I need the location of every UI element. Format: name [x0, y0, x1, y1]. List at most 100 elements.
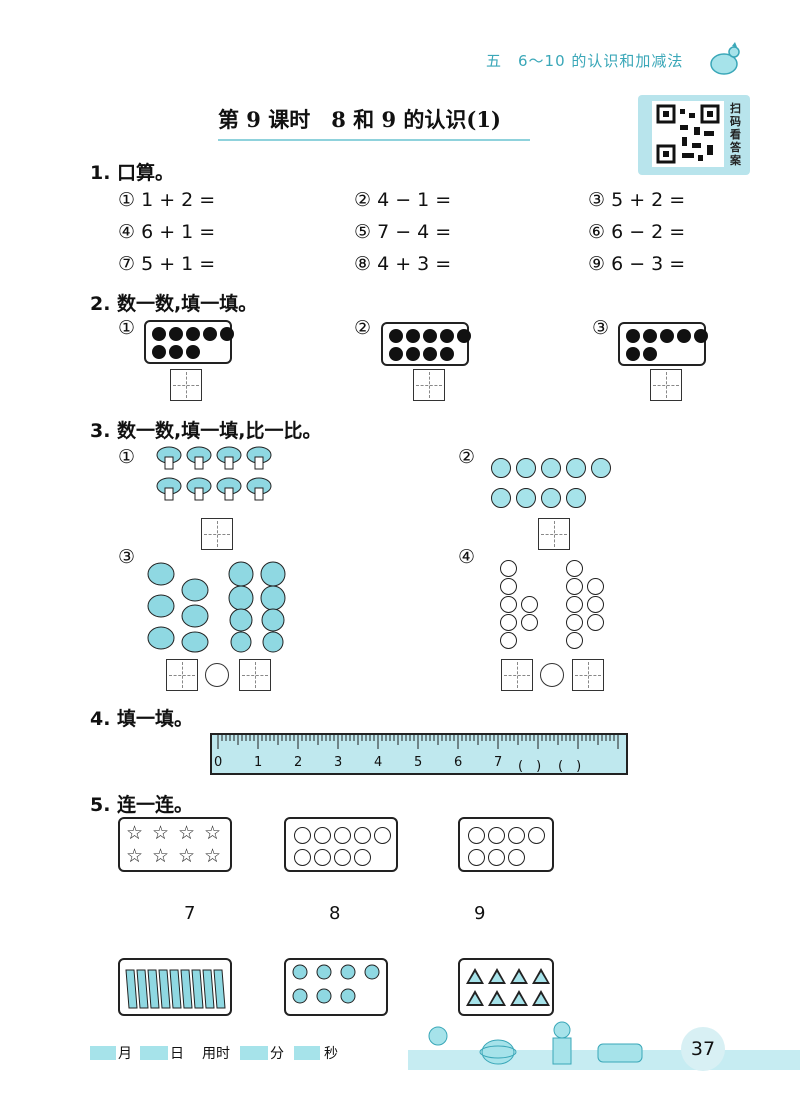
triangle-icon: [510, 968, 528, 984]
circle: [334, 849, 351, 866]
dot-row: [626, 347, 657, 361]
animals-frame[interactable]: [284, 958, 388, 1016]
cow-icon: [181, 631, 209, 653]
circle: [508, 827, 525, 844]
number-7[interactable]: 7: [184, 903, 196, 924]
page-number: 37: [681, 1027, 725, 1071]
kid-face-icon: [228, 561, 254, 587]
answer-box[interactable]: [413, 369, 445, 401]
minutes-label: 分: [270, 1046, 284, 1062]
circle: [566, 596, 583, 613]
circle: [500, 632, 517, 649]
number-8[interactable]: 8: [329, 903, 341, 924]
ruler-label: 6: [454, 755, 463, 770]
circle: [591, 458, 611, 478]
circle: [528, 827, 545, 844]
circle: [500, 596, 517, 613]
answer-box[interactable]: [201, 518, 233, 550]
circle: [541, 458, 561, 478]
circles-frame[interactable]: [458, 817, 554, 872]
circle: [500, 560, 517, 577]
q3-heading: 3. 数一数,填一填,比一比。: [90, 420, 322, 442]
circle: [294, 849, 311, 866]
circle: [566, 458, 586, 478]
day-blank: [140, 1046, 168, 1060]
triangle-icon: [532, 968, 550, 984]
month-blank: [90, 1046, 116, 1060]
answer-box[interactable]: [166, 659, 198, 691]
answer-box[interactable]: [501, 659, 533, 691]
circle: [314, 849, 331, 866]
cow-icon: [181, 578, 209, 602]
circle: [566, 614, 583, 631]
answer-box[interactable]: [239, 659, 271, 691]
triangle-icon: [488, 968, 506, 984]
q1-item-3: ③ 5 + 2 =: [588, 189, 686, 211]
ruler-label: 5: [414, 755, 423, 770]
mushroom-icon: [156, 446, 182, 470]
answer-box[interactable]: [650, 369, 682, 401]
compare-circle[interactable]: [205, 663, 229, 687]
q3-label-2: ②: [458, 446, 476, 468]
q2-heading: 2. 数一数,填一填。: [90, 293, 258, 315]
decor-icon: [408, 1021, 800, 1070]
dot-frame: [144, 320, 234, 364]
day-label: 日: [170, 1046, 184, 1062]
circle: [566, 632, 583, 649]
cow-icon: [147, 626, 175, 650]
circle: [508, 849, 525, 866]
pencils-frame[interactable]: [118, 958, 232, 1016]
cow-and-kid-group: [147, 561, 286, 653]
kid-face-icon: [260, 561, 286, 587]
answer-box[interactable]: [572, 659, 604, 691]
stars-frame[interactable]: ☆☆ ☆☆ ☆☆ ☆☆: [118, 817, 232, 872]
number-9[interactable]: 9: [474, 903, 486, 924]
circle: [521, 614, 538, 631]
circle: [521, 596, 538, 613]
circle: [566, 578, 583, 595]
q3-label-3: ③: [118, 546, 136, 568]
cow-icon: [181, 604, 209, 628]
q1-item-8: ⑧ 4 + 3 =: [354, 253, 452, 275]
answer-box[interactable]: [170, 369, 202, 401]
kid-face-icon: [260, 585, 286, 611]
triangles-frame[interactable]: [458, 958, 554, 1016]
answer-box[interactable]: [538, 518, 570, 550]
q1-item-2: ② 4 − 1 =: [354, 189, 452, 211]
circle: [488, 827, 505, 844]
time-used-label: 用时: [202, 1046, 230, 1062]
star-icon: ☆: [152, 822, 170, 844]
mushroom-icon: [156, 477, 182, 501]
ruler-label: 0: [214, 755, 223, 770]
circle: [566, 488, 586, 508]
circle: [516, 458, 536, 478]
q3-label-4: ④: [458, 546, 476, 568]
circle: [516, 488, 536, 508]
mushroom-group: [156, 446, 272, 501]
circle: [374, 827, 391, 844]
triangle-icon: [510, 990, 528, 1006]
star-icon: ☆: [178, 845, 196, 867]
ruler-ticks: [217, 735, 619, 749]
pencil-icon: [125, 969, 226, 1009]
compare-circle[interactable]: [540, 663, 564, 687]
rooster-icon: [710, 42, 740, 75]
circles-frame[interactable]: [284, 817, 398, 872]
minutes-blank: [240, 1046, 268, 1060]
q1-item-9: ⑨ 6 − 3 =: [588, 253, 686, 275]
ruler-label: 7: [494, 755, 503, 770]
triangle-icon: [466, 990, 484, 1006]
title-underline: [218, 139, 530, 141]
chapter-title: 五 6～10 的认识和加减法: [486, 52, 684, 70]
qr-code-icon[interactable]: [652, 101, 724, 167]
circle: [491, 458, 511, 478]
circle: [491, 488, 511, 508]
circle: [294, 827, 311, 844]
circle: [488, 849, 505, 866]
circle: [587, 578, 604, 595]
lesson-title: 第 9 课时 8 和 9 的认识(1): [218, 107, 501, 132]
q2-label-2: ②: [354, 317, 372, 339]
ruler-blank[interactable]: ( ): [558, 759, 582, 774]
dot-row: [152, 327, 234, 341]
ruler-blank[interactable]: ( ): [518, 759, 542, 774]
